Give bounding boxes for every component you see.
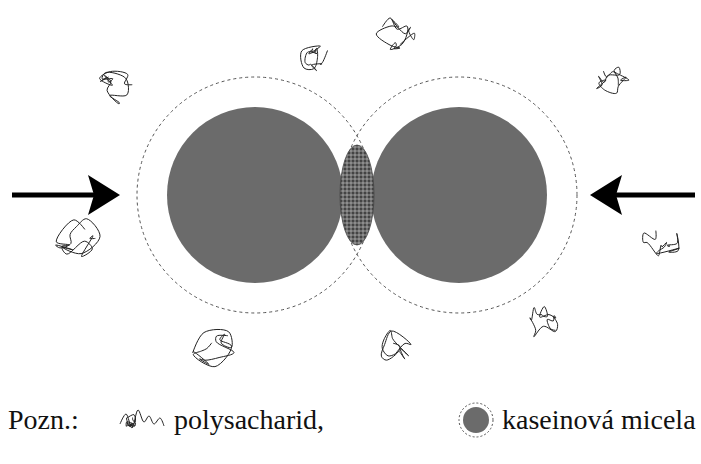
polysaccharide-coil: [100, 71, 133, 104]
legend-sample: [116, 402, 168, 438]
force-arrow: [12, 193, 104, 198]
casein-micelle: [371, 107, 547, 283]
polysaccharide-coil: [56, 219, 100, 257]
polysaccharide-coil: [643, 231, 680, 256]
depletion-zone: [340, 145, 374, 245]
micelle-halo: [459, 403, 493, 437]
polysaccharide-coil: [376, 18, 415, 50]
polysaccharide-coil: [597, 67, 629, 93]
micelle-halo: [341, 77, 577, 313]
polysaccharide-coil: [381, 330, 411, 360]
legend-sample: [456, 400, 496, 440]
legend-entry: polysacharid,: [116, 400, 324, 440]
polysaccharide-coil: [120, 410, 164, 428]
casein-micelle: [463, 407, 489, 433]
force-arrowhead: [590, 175, 622, 215]
force-arrowhead: [88, 175, 120, 215]
note-label: Pozn.:: [8, 404, 79, 436]
force-arrow: [606, 193, 695, 198]
casein-micelle: [167, 107, 343, 283]
polysaccharide-coil: [301, 46, 328, 71]
micelle-halo: [137, 77, 373, 313]
polysaccharide-coils: [56, 18, 680, 367]
legend-text: kaseinová micela: [502, 404, 696, 436]
polysaccharide-coil: [530, 306, 558, 336]
polysaccharide-coil: [193, 329, 234, 366]
legend-text: polysacharid,: [174, 404, 324, 436]
legend-entry: kaseinová micela: [456, 400, 696, 440]
polysaccharide-coil: [126, 415, 135, 427]
